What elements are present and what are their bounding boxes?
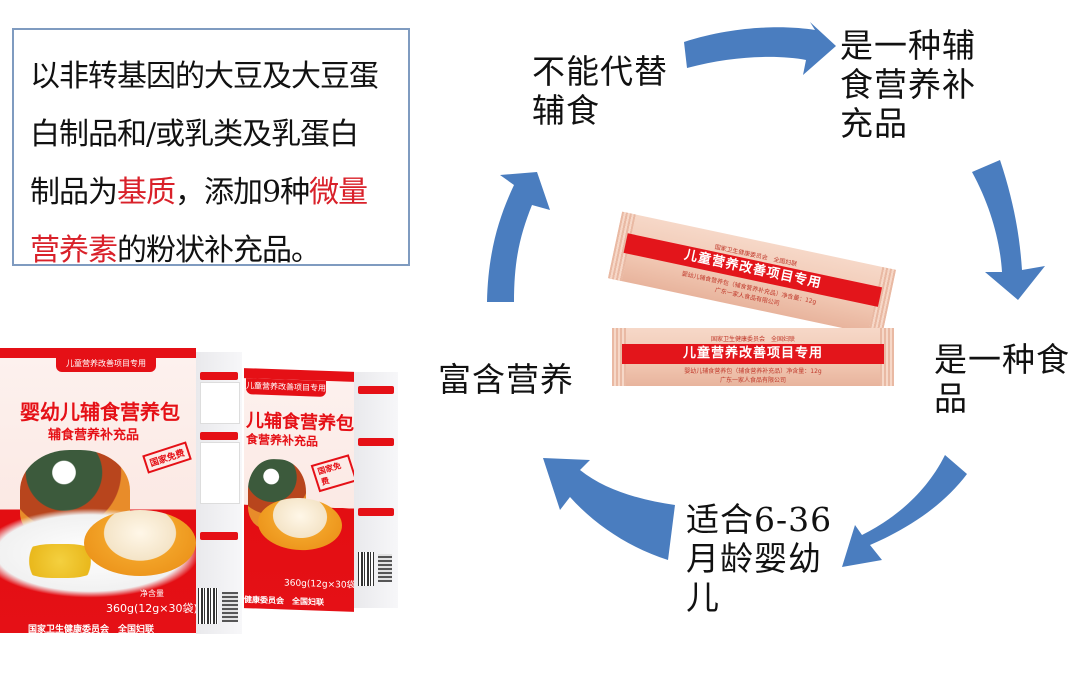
box-banner: 儿童营养改善项目专用: [56, 356, 156, 372]
label-line: 充品: [840, 104, 908, 143]
label-age-range: 适合6-36 月龄婴幼 儿: [686, 500, 832, 617]
label-line: 富含营养: [438, 360, 574, 399]
box-subtitle: 食营养补充品: [246, 432, 319, 449]
product-box-front-side: [196, 352, 242, 634]
sachet-seal: [880, 328, 894, 386]
description-line-4: 营养素的粉状补充品。: [30, 222, 398, 280]
barcode-icon: [358, 552, 374, 586]
box-banner: 儿童营养改善项目专用: [246, 378, 326, 397]
arrow-left-icon: [487, 172, 550, 302]
label-line: 品: [934, 379, 968, 418]
description-box: 以非转基因的大豆及大豆蛋 白制品和/或乳类及乳蛋白 制品为基质，添加9种微量 营…: [12, 28, 410, 268]
box-net-label: 净含量: [140, 589, 164, 598]
box-org: 国家卫生健康委员会 全国妇联: [28, 625, 155, 635]
arrow-bottom-left-icon: [543, 458, 675, 560]
box-stamp: 国家免费: [142, 441, 192, 474]
label-line: 辅食: [532, 91, 600, 130]
box-net-weight: 360g(12g×30袋): [106, 602, 198, 615]
box-bowl-image: [84, 510, 196, 576]
label-line: 月龄婴幼: [686, 539, 822, 578]
description-text: 的粉状补充品。: [117, 233, 321, 268]
side-header: [200, 532, 238, 540]
side-info-panel: [200, 442, 240, 504]
description-line-1: 以非转基因的大豆及大豆蛋: [30, 48, 398, 106]
label-line: 不能代替: [532, 52, 668, 91]
sachet-seal: [612, 328, 626, 386]
box-bowl-image: [258, 496, 342, 552]
label-line: 是一种食: [934, 340, 1070, 379]
label-line: 儿: [686, 578, 720, 617]
description-text: 白制品和/或乳类及乳蛋白: [30, 117, 359, 152]
product-box-back-side: [354, 372, 398, 608]
highlight-text-nutrients: 营养素: [30, 233, 118, 268]
highlight-text-micro: 微量: [309, 175, 368, 210]
side-header: [200, 432, 238, 440]
label-is-food: 是一种食 品: [934, 340, 1070, 418]
side-info-panel: [200, 382, 240, 424]
description-text: ，添加9种: [175, 175, 310, 210]
sachet-line1: 婴幼儿辅食营养包（辅食营养补充品）净含量：12g: [684, 368, 822, 375]
box-stamp: 国家免费: [310, 454, 358, 493]
box-org: 健康委员会 全国妇联: [244, 595, 324, 607]
sachet-line2: 广东一家人食品有限公司: [719, 377, 786, 384]
sachet-flat-image: 国家卫生健康委员会 全国妇联 儿童营养改善项目专用 婴幼儿辅食营养包（辅食营养补…: [612, 328, 894, 386]
label-line: 是一种辅: [840, 26, 976, 65]
label-line: 食营养补: [840, 65, 976, 104]
side-header: [358, 438, 394, 446]
side-header: [358, 508, 394, 516]
label-line: 适合6-36: [686, 500, 833, 539]
qr-code-icon: [378, 554, 392, 582]
sachet-top-text: 国家卫生健康委员会 全国妇联: [710, 336, 795, 343]
description-text: 以非转基因的大豆及大豆蛋: [30, 59, 379, 94]
highlight-text-matrix: 基质: [117, 175, 176, 210]
description-line-2: 白制品和/或乳类及乳蛋白: [30, 106, 398, 164]
box-title: 婴幼儿辅食营养包: [20, 400, 180, 424]
sachet-band: 儿童营养改善项目专用: [622, 344, 884, 364]
barcode-icon: [198, 588, 218, 624]
label-cannot-replace: 不能代替 辅食: [532, 52, 668, 130]
box-subtitle: 辅食营养补充品: [48, 428, 140, 443]
box-net-weight: 360g(12g×30袋): [284, 578, 360, 592]
description-text: 制品为: [30, 175, 118, 210]
label-supplement: 是一种辅 食营养补 充品: [840, 26, 976, 143]
side-header: [358, 386, 394, 394]
arrow-bottom-right-icon: [842, 455, 967, 567]
label-nutritious: 富含营养: [438, 360, 574, 399]
product-box-front: 儿童营养改善项目专用 婴幼儿辅食营养包 辅食营养补充品 国家免费 净含量 360…: [0, 348, 200, 635]
side-header: [200, 372, 238, 380]
arrow-right-icon: [972, 160, 1045, 300]
qr-code-icon: [222, 592, 238, 622]
description-line-3: 制品为基质，添加9种微量: [30, 164, 398, 222]
product-box-back-front: 儿童营养改善项目专用 儿辅食营养包 食营养补充品 国家免费 360g(12g×3…: [244, 368, 359, 612]
arrow-top-icon: [684, 22, 836, 75]
